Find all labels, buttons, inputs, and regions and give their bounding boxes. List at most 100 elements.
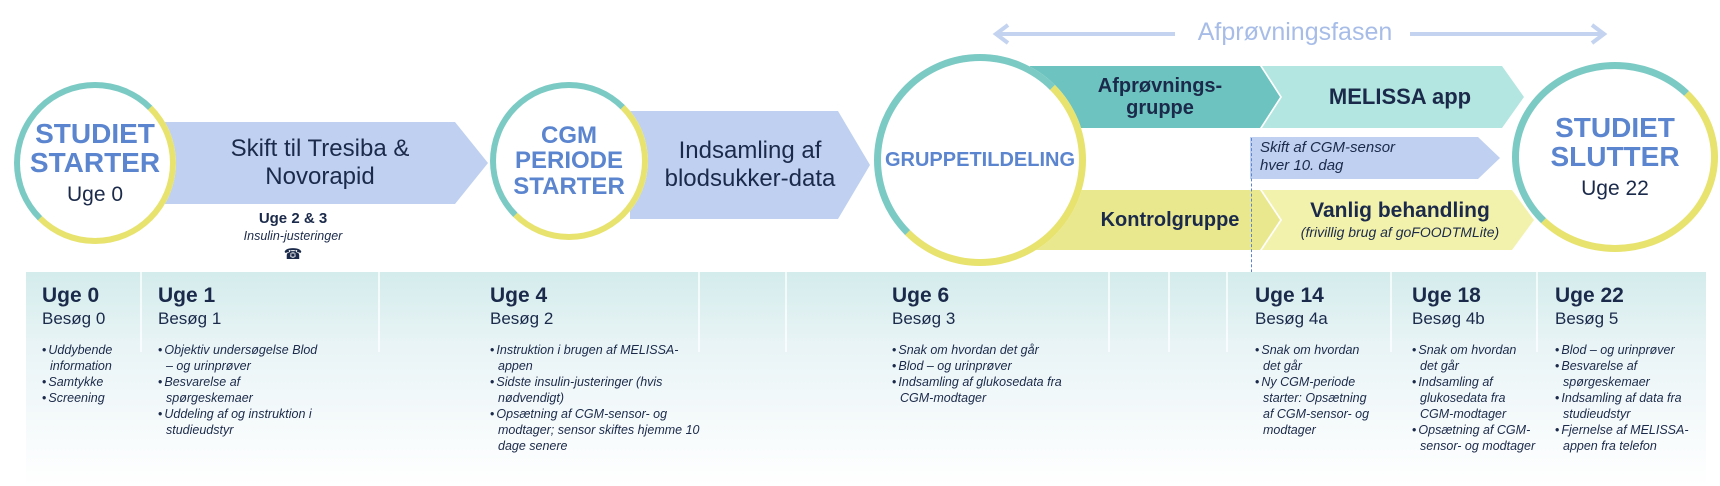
visit-week: Uge 22 xyxy=(1555,284,1624,307)
visit-item: Blod – og urinprøver xyxy=(1555,342,1690,358)
visit-items: Blod – og urinprøver Besvarelse af spørg… xyxy=(1555,342,1690,454)
visit-item: Fjernelse af MELISSA-appen fra telefon xyxy=(1555,422,1690,454)
test-group-line-2: gruppe xyxy=(1126,97,1194,119)
band-divider xyxy=(1536,272,1538,352)
arrow-control-group: Kontrolgruppe xyxy=(1080,190,1260,250)
visit-column-week1: Uge 1 Besøg 1 Objektiv undersøgelse Blod… xyxy=(158,284,318,438)
group-assignment-title: GRUPPETILDELING xyxy=(884,148,1075,171)
visit-item: Snak om hvordan det går xyxy=(892,342,1077,358)
visit-number: Besøg 0 xyxy=(42,309,106,328)
visit-week: Uge 18 xyxy=(1412,284,1481,307)
arrow-switch-line-1: Skift til Tresiba & xyxy=(230,135,410,162)
arrow-melissa-app: MELISSA app xyxy=(1290,66,1510,128)
cgm-line-1: CGM xyxy=(541,122,597,150)
visit-item: Besvarelse af spørgeskemaer xyxy=(1555,358,1690,390)
study-start-title-2: STARTER xyxy=(29,147,161,178)
week14-divider xyxy=(1251,138,1252,338)
study-end-week: Uge 22 xyxy=(1581,177,1649,201)
arrow-switch-line-2: Novorapid xyxy=(265,163,375,190)
visit-number: Besøg 1 xyxy=(158,309,222,328)
melissa-app-label: MELISSA app xyxy=(1328,84,1472,109)
band-divider xyxy=(378,272,380,352)
arrow-test-group-shape xyxy=(1030,66,1280,128)
visit-items: Snak om hvordan det går Ny CGM-periode s… xyxy=(1255,342,1380,438)
cgm-line-3: STARTER xyxy=(513,172,625,200)
visit-item: Instruktion i brugen af MELISSA-appen xyxy=(490,342,705,374)
visit-number: Besøg 4a xyxy=(1255,309,1328,328)
visit-week: Uge 4 xyxy=(490,284,548,307)
visit-column-week4: Uge 4 Besøg 2 Instruktion i brugen af ME… xyxy=(490,284,705,454)
band-divider xyxy=(698,272,700,352)
arrow-usual-shape xyxy=(1262,190,1534,250)
visit-item: Sidste insulin-justeringer (hvis nødvend… xyxy=(490,374,705,406)
visit-item: Ny CGM-periode starter: Opsætning af CGM… xyxy=(1255,374,1380,438)
band-divider xyxy=(1108,272,1110,352)
band-divider xyxy=(785,272,787,352)
visit-week: Uge 14 xyxy=(1255,284,1324,307)
usual-treatment-title: Vanlig behandling xyxy=(1310,199,1490,222)
band-divider xyxy=(1226,272,1228,352)
arrow-switch-shape xyxy=(160,122,488,204)
arrow-collect-data: Indsamling af blodsukker-data xyxy=(650,111,850,219)
phase-label: Afprøvningsfasen xyxy=(1197,18,1393,46)
visit-number: Besøg 3 xyxy=(892,309,956,328)
visit-item: Uddeling af og instruktion i studieudsty… xyxy=(158,406,318,438)
visit-item: Uddybende information xyxy=(42,342,132,374)
arrow-usual-treatment: Vanlig behandling (frivillig brug af goF… xyxy=(1280,190,1520,250)
visit-column-week14: Uge 14 Besøg 4a Snak om hvordan det går … xyxy=(1255,284,1380,438)
visit-number: Besøg 4b xyxy=(1412,309,1485,328)
study-start-week: Uge 0 xyxy=(66,183,124,207)
visit-number: Besøg 2 xyxy=(490,309,554,328)
visit-item: Blod – og urinprøver xyxy=(892,358,1077,374)
phase-arrows xyxy=(992,23,1608,45)
visit-week: Uge 6 xyxy=(892,284,950,307)
arrow-collect-line-1: Indsamling af xyxy=(678,137,822,164)
band-divider xyxy=(140,272,142,352)
visit-item: Indsamling af glukosedata fra CGM-modtag… xyxy=(892,374,1077,406)
arrow-test-group: Afprøvnings- gruppe xyxy=(1060,66,1260,128)
usual-treatment-sub: (frivillig brug af goFOODTMLite) xyxy=(1300,224,1500,240)
note-week-2-3-sub: Insulin-justeringer xyxy=(243,229,343,243)
study-end-title-2: SLUTTER xyxy=(1550,141,1680,172)
visit-item: Besvarelse af spørgeskemaer xyxy=(158,374,318,406)
visit-items: Instruktion i brugen af MELISSA-appen Si… xyxy=(490,342,705,454)
arrow-control-shape xyxy=(1030,190,1280,250)
cgm-line-2: PERIODE xyxy=(514,147,624,175)
phone-icon: ☎ xyxy=(283,246,303,263)
visit-column-week18: Uge 18 Besøg 4b Snak om hvordan det går … xyxy=(1412,284,1537,454)
arrow-switch-insulin: Skift til Tresiba & Novorapid xyxy=(175,122,465,204)
circle-study-start: STUDIET STARTER Uge 0 xyxy=(14,82,176,244)
visit-week: Uge 1 xyxy=(158,284,216,307)
arrow-collect-shape xyxy=(630,111,870,219)
visit-week: Uge 0 xyxy=(42,284,100,307)
note-week-2-3: Uge 2 & 3 Insulin-justeringer ☎ xyxy=(228,210,358,266)
band-divider xyxy=(1168,272,1170,352)
visit-number: Besøg 5 xyxy=(1555,309,1619,328)
arrow-collect-line-2: blodsukker-data xyxy=(664,165,836,192)
test-group-line-1: Afprøvnings- xyxy=(1097,75,1223,97)
visit-items: Snak om hvordan det går Blod – og urinpr… xyxy=(892,342,1077,406)
note-week-2-3-title: Uge 2 & 3 xyxy=(258,210,328,227)
arrow-sensor-change: Skift af CGM-sensor hver 10. dag xyxy=(1260,139,1480,175)
sensor-line-2: hver 10. dag xyxy=(1260,157,1344,174)
circle-study-end: STUDIET SLUTTER Uge 22 xyxy=(1512,62,1718,252)
arrow-melissa-shape xyxy=(1262,66,1524,128)
band-divider xyxy=(1390,272,1392,352)
visit-column-week6: Uge 6 Besøg 3 Snak om hvordan det går Bl… xyxy=(892,284,1077,406)
visit-items: Snak om hvordan det går Indsamling af gl… xyxy=(1412,342,1537,454)
circle-group-assignment: GRUPPETILDELING xyxy=(874,54,1086,266)
visit-item: Objektiv undersøgelse Blod – og urinprøv… xyxy=(158,342,318,374)
visit-item: Snak om hvordan det går xyxy=(1255,342,1380,374)
arrow-sensor-shape xyxy=(1250,137,1500,179)
visit-item: Opsætning af CGM-sensor- og modtager; se… xyxy=(490,406,705,454)
visit-item: Opsætning af CGM-sensor- og modtager xyxy=(1412,422,1537,454)
sensor-line-1: Skift af CGM-sensor xyxy=(1260,139,1396,156)
visit-item: Screening xyxy=(42,390,132,406)
visit-column-week0: Uge 0 Besøg 0 Uddybende information Samt… xyxy=(42,284,132,406)
visit-items: Objektiv undersøgelse Blod – og urinprøv… xyxy=(158,342,318,438)
visit-item: Indsamling af glukosedata fra CGM-modtag… xyxy=(1412,374,1537,422)
visit-item: Indsamling af data fra studieudstyr xyxy=(1555,390,1690,422)
visit-item: Samtykke xyxy=(42,374,132,390)
study-start-title-1: STUDIET xyxy=(35,117,155,149)
visit-item: Snak om hvordan det går xyxy=(1412,342,1537,374)
